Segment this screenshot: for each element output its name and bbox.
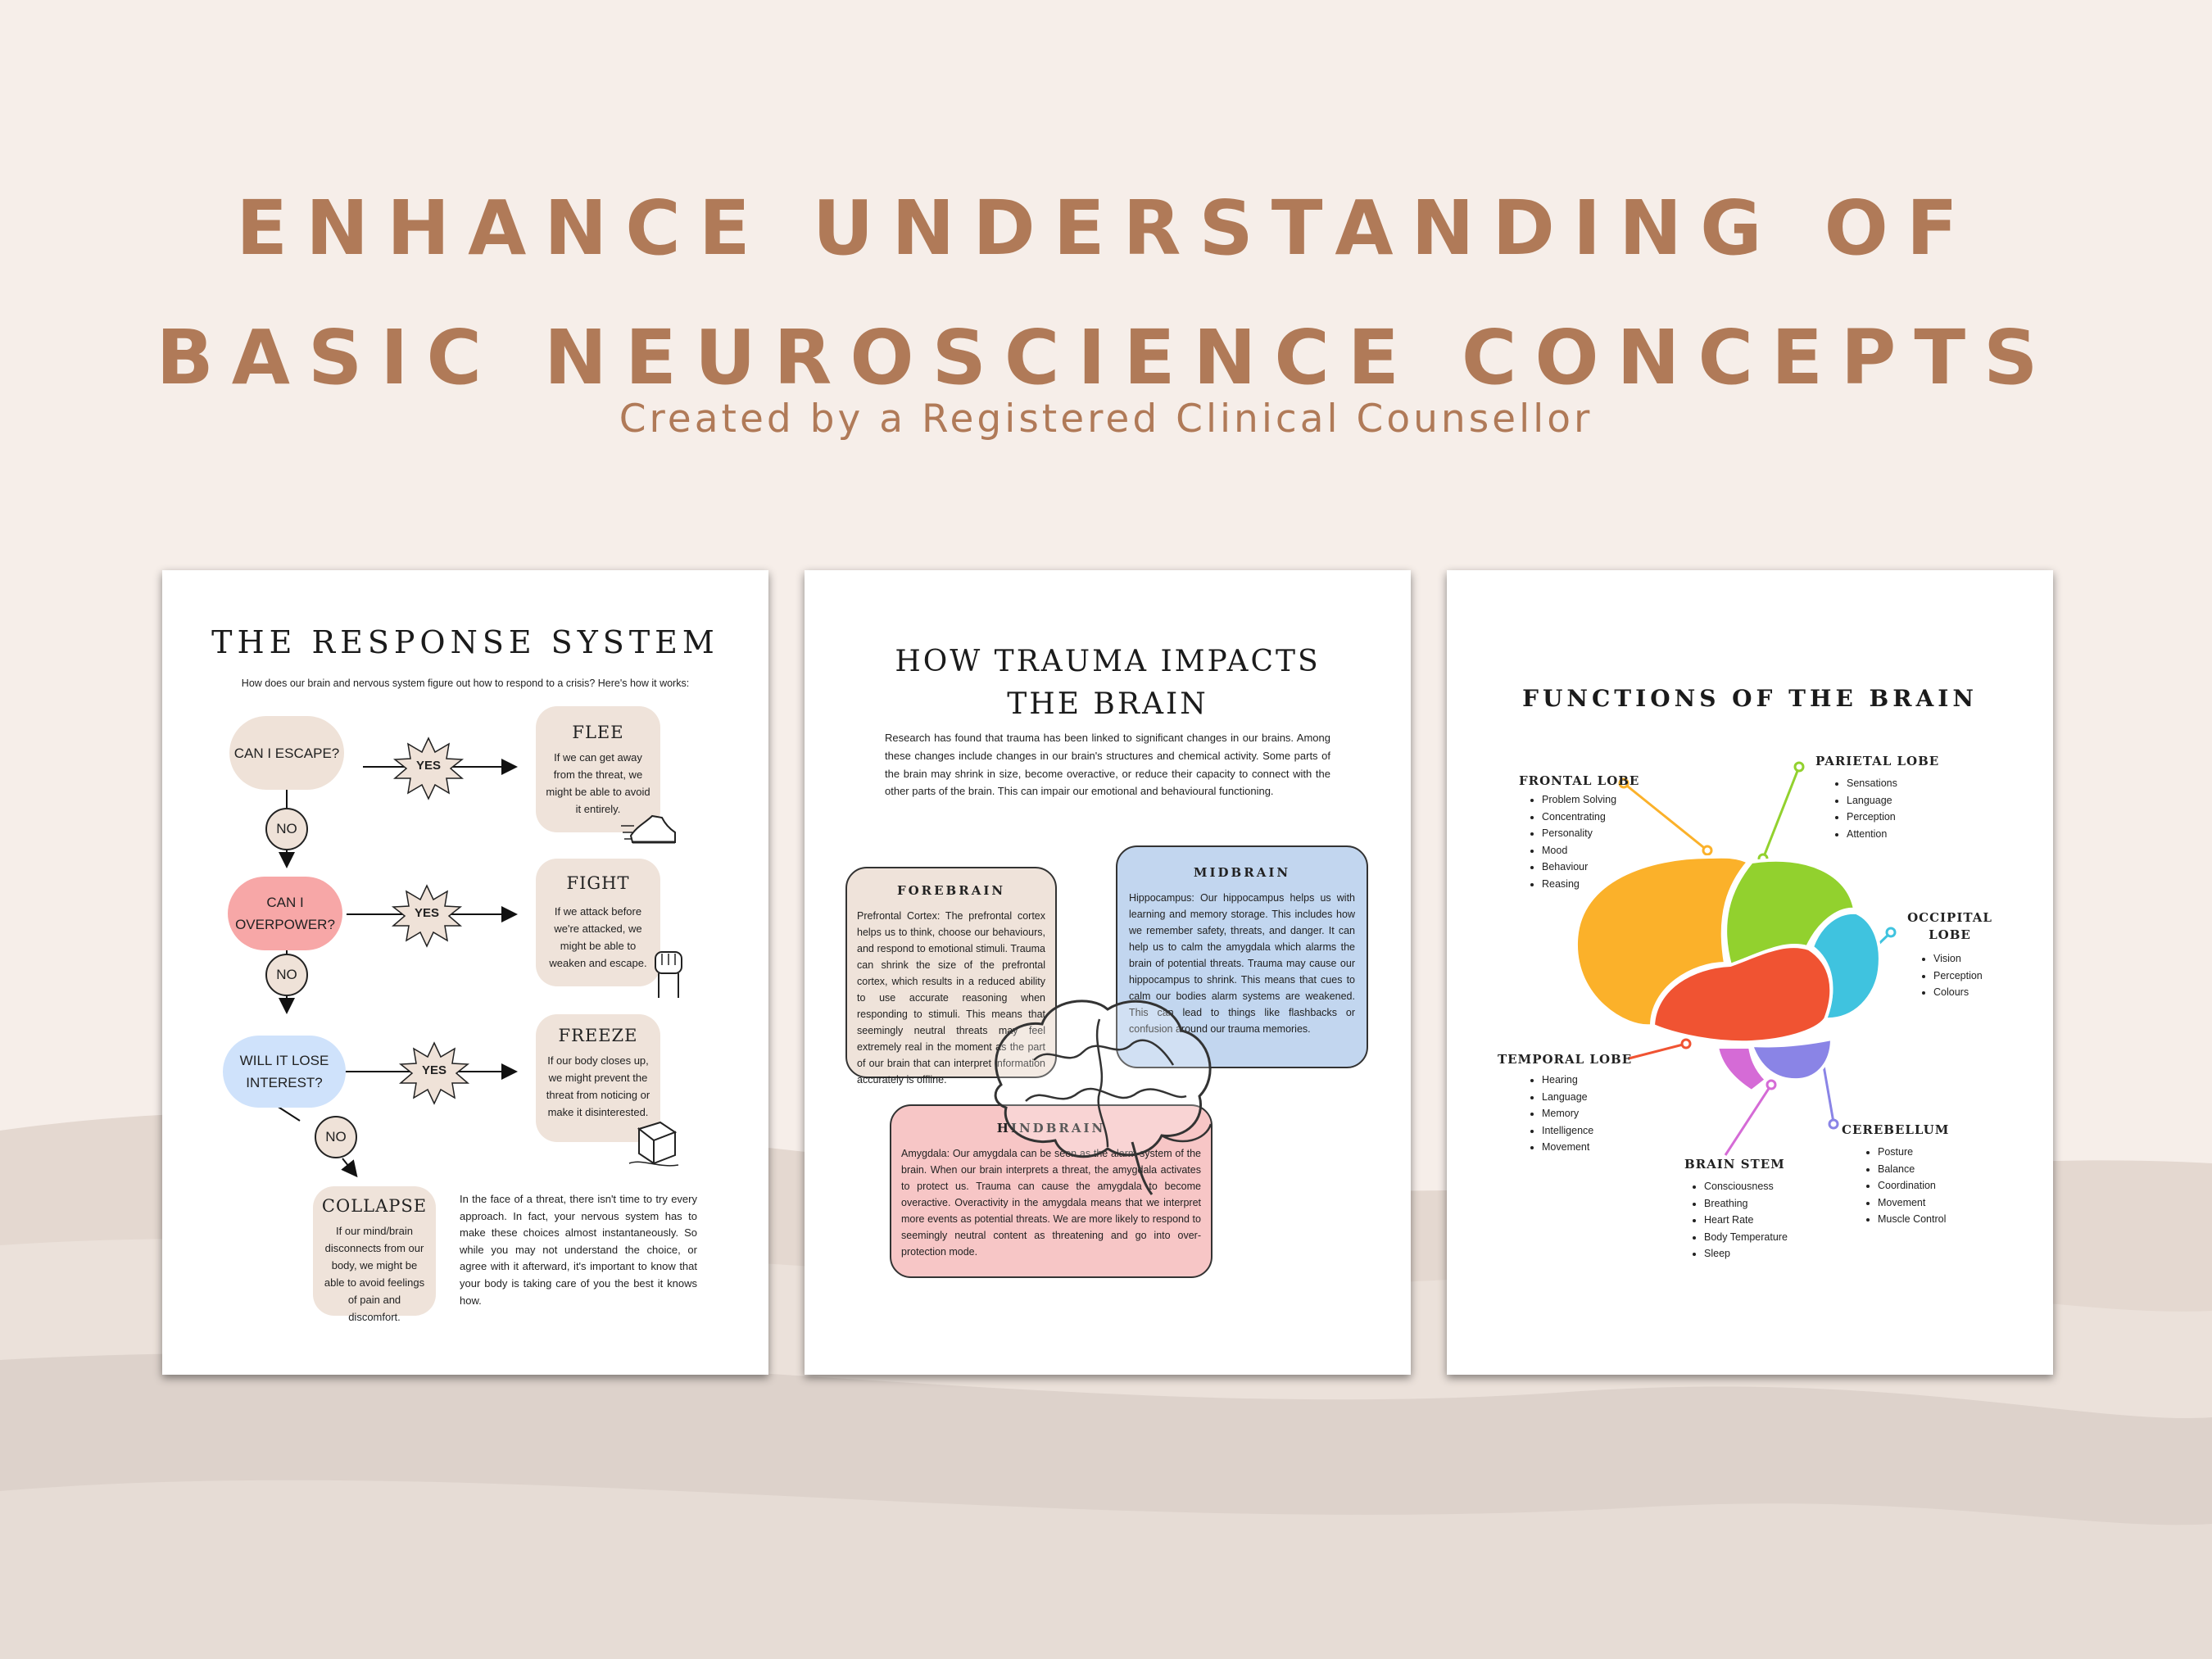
question-escape: CAN I ESCAPE? — [229, 716, 344, 790]
list-item: Posture — [1878, 1144, 1946, 1161]
trauma-title-line-2: THE BRAIN — [1007, 687, 1208, 721]
freeze-text: If our body closes up, we might prevent … — [546, 1054, 650, 1118]
list-item: Coordination — [1878, 1177, 1946, 1194]
collapse-card: COLLAPSE If our mind/brain disconnects f… — [313, 1186, 436, 1323]
frontal-lobe-list: Problem Solving Concentrating Personalit… — [1527, 791, 1616, 892]
list-item: Intelligence — [1542, 1122, 1593, 1140]
no-badge-1: NO — [265, 808, 308, 850]
list-item: Memory — [1542, 1105, 1593, 1122]
yes-label-2: YES — [414, 906, 439, 920]
list-item: Problem Solving — [1542, 791, 1616, 809]
yes-starburst-1 — [392, 737, 465, 800]
yes-starburst-3 — [398, 1041, 470, 1105]
list-item: Attention — [1847, 826, 1897, 843]
functions-brain-page: FUNCTIONS OF THE BRAIN FRONTAL LOBE Prob… — [1447, 570, 2053, 1375]
list-item: Perception — [1933, 968, 1983, 985]
list-item: Behaviour — [1542, 859, 1616, 876]
forebrain-text: Prefrontal Cortex: The prefrontal cortex… — [857, 910, 1045, 1086]
flowchart-arrows — [276, 737, 518, 1178]
lobe-diagram — [1574, 761, 1897, 1156]
trauma-title-line-1: HOW TRAUMA IMPACTS — [895, 645, 1321, 678]
trauma-brain-page: HOW TRAUMA IMPACTS THE BRAIN Research ha… — [805, 570, 1411, 1375]
parietal-lobe-list: Sensations Language Perception Attention — [1832, 775, 1897, 842]
list-item: Movement — [1878, 1194, 1946, 1212]
fight-card: FIGHT If we attack before we're attacked… — [536, 859, 660, 986]
yes-label-3: YES — [421, 1063, 446, 1077]
question-lose-interest: WILL IT LOSE INTEREST? — [223, 1036, 346, 1108]
occipital-lobe-list: Vision Perception Colours — [1919, 950, 1983, 1001]
cerebellum-title: CEREBELLUM — [1842, 1122, 1950, 1137]
list-item: Body Temperature — [1704, 1229, 1788, 1246]
midbrain-box: MIDBRAIN Hippocampus: Our hippocampus he… — [1116, 845, 1368, 1068]
list-item: Breathing — [1704, 1195, 1788, 1213]
fight-title: FIGHT — [566, 873, 630, 893]
list-item: Perception — [1847, 809, 1897, 826]
midbrain-text: Hippocampus: Our hippocampus helps us wi… — [1129, 892, 1355, 1035]
flee-card: FLEE If we can get away from the threat,… — [536, 706, 660, 832]
no-badge-2: NO — [265, 954, 308, 996]
headline-line-1: ENHANCE UNDERSTANDING OF — [236, 184, 1976, 272]
list-item: Personality — [1542, 825, 1616, 842]
list-item: Colours — [1933, 984, 1983, 1001]
list-item: Mood — [1542, 842, 1616, 859]
response-system-page: THE RESPONSE SYSTEM How does our brain a… — [162, 570, 768, 1375]
response-intro: How does our brain and nervous system fi… — [241, 678, 690, 689]
list-item: Language — [1847, 792, 1897, 809]
brainstem-title: BRAIN STEM — [1684, 1157, 1785, 1172]
list-item: Reasing — [1542, 876, 1616, 893]
trauma-intro: Research has found that trauma has been … — [885, 732, 1330, 798]
hindbrain-text: Amygdala: Our amygdala can be seen as th… — [901, 1148, 1201, 1258]
list-item: Sensations — [1847, 775, 1897, 792]
cerebellum-list: Posture Balance Coordination Movement Mu… — [1863, 1144, 1946, 1228]
list-item: Vision — [1933, 950, 1983, 968]
list-item: Heart Rate — [1704, 1212, 1788, 1229]
collapse-title: COLLAPSE — [321, 1196, 428, 1216]
brainstem-shape — [1715, 1045, 1770, 1094]
collapse-text: If our mind/brain disconnects from our b… — [324, 1225, 425, 1323]
parietal-lobe-title: PARIETAL LOBE — [1815, 754, 1940, 768]
running-shoe-icon — [621, 814, 676, 844]
ice-cube-icon — [628, 1121, 679, 1167]
cerebellum-shape — [1749, 1036, 1834, 1082]
list-item: Consciousness — [1704, 1178, 1788, 1195]
freeze-title: FREEZE — [558, 1026, 638, 1045]
list-item: Concentrating — [1542, 809, 1616, 826]
yes-starburst-2 — [391, 884, 463, 948]
brain-outline-icon — [994, 999, 1213, 1195]
hindbrain-box: HINDBRAIN Amygdala: Our amygdala can be … — [890, 1104, 1213, 1278]
yes-label-1: YES — [415, 759, 441, 773]
closing-paragraph: In the face of a threat, there isn't tim… — [460, 1193, 697, 1307]
occipital-lobe-title: OCCIPITAL LOBE — [1907, 910, 1992, 942]
frontal-lobe-shape — [1574, 854, 1752, 1028]
brainstem-list: Consciousness Breathing Heart Rate Body … — [1689, 1178, 1788, 1262]
list-item: Muscle Control — [1878, 1211, 1946, 1228]
raised-fist-icon — [655, 951, 682, 998]
forebrain-title: FOREBRAIN — [896, 883, 1006, 898]
response-title: THE RESPONSE SYSTEM — [211, 624, 719, 660]
frontal-lobe-title: FRONTAL LOBE — [1519, 773, 1640, 788]
temporal-lobe-title: TEMPORAL LOBE — [1498, 1052, 1633, 1067]
no-badge-3: NO — [315, 1116, 357, 1158]
fight-text: If we attack before we're attacked, we m… — [549, 905, 647, 969]
forebrain-box: FOREBRAIN Prefrontal Cortex: The prefron… — [845, 867, 1057, 1086]
trauma-title: HOW TRAUMA IMPACTS THE BRAIN — [805, 641, 1411, 726]
list-item: Sleep — [1704, 1245, 1788, 1262]
headline-line-2: BASIC NEUROSCIENCE CONCEPTS — [156, 314, 2056, 401]
temporal-lobe-shape — [1651, 945, 1834, 1045]
headline: ENHANCE UNDERSTANDING OF BASIC NEUROSCIE… — [0, 164, 2212, 423]
list-item: Balance — [1878, 1161, 1946, 1178]
list-item: Language — [1542, 1089, 1593, 1106]
list-item: Movement — [1542, 1139, 1593, 1156]
question-overpower: CAN I OVERPOWER? — [228, 877, 342, 950]
flee-title: FLEE — [572, 723, 624, 742]
list-item: Hearing — [1542, 1072, 1593, 1089]
temporal-lobe-list: Hearing Language Memory Intelligence Mov… — [1527, 1072, 1593, 1156]
hindbrain-title: HINDBRAIN — [891, 1121, 1211, 1135]
functions-title: FUNCTIONS OF THE BRAIN — [1522, 685, 1978, 712]
freeze-card: FREEZE If our body closes up, we might p… — [536, 1014, 660, 1142]
flee-text: If we can get away from the threat, we m… — [546, 751, 650, 815]
subtitle: Created by a Registered Clinical Counsel… — [619, 397, 1593, 442]
midbrain-title: MIDBRAIN — [1193, 865, 1291, 880]
